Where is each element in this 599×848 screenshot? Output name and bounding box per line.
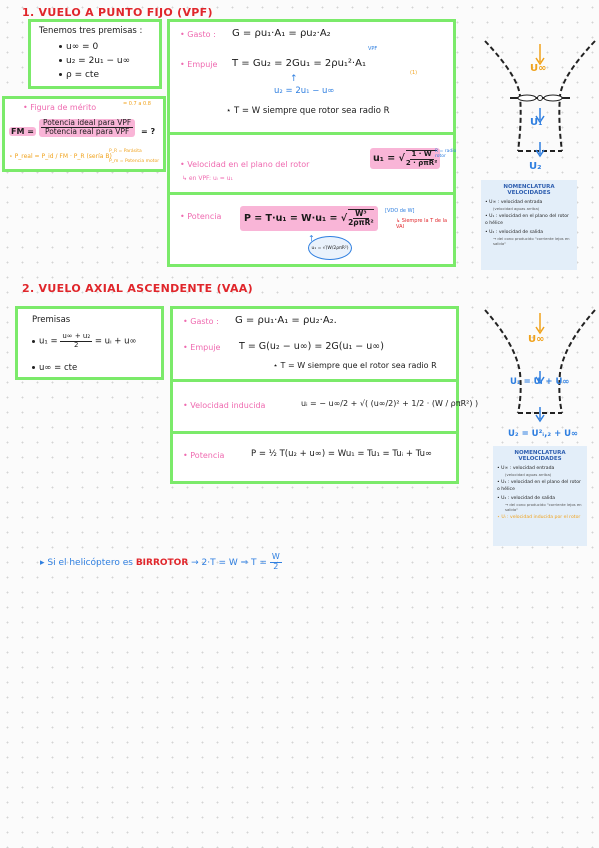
s2-funnel-mid-label: U₁ = Uᵢ + U∞ xyxy=(510,377,570,387)
s2-empuje-star: ⋆ T = W siempre que el rotor sea radio R xyxy=(273,361,437,370)
s1-nomen-row: • U₂ : velocidad de salida→ del cono pro… xyxy=(485,229,570,246)
footer-birrotor: ▸ Si el helicóptero es BIRROTOR → 2·T = … xyxy=(40,552,282,571)
s2-nomenclatura: NOMENCLATURA VELOCIDADES • U∞ : velocida… xyxy=(493,446,587,546)
s1-main-box: • Gasto : G = ρu₁·A₁ = ρu₂·A₂ • Empuje T… xyxy=(167,19,456,267)
s1-divider-2 xyxy=(170,192,453,195)
s1-gasto-eq: G = ρu₁·A₁ = ρu₂·A₂ xyxy=(232,28,331,39)
s1-nomen-title: NOMENCLATURA VELOCIDADES xyxy=(503,184,555,196)
s1-potencia-bubble: u₁ = √(W/2ρπR²) xyxy=(308,236,352,260)
s1-empuje-label: • Empuje xyxy=(180,60,218,69)
s2-gasto-eq: G = ρu₁·A₁ = ρu₂·A₂. xyxy=(235,315,337,326)
s1-premisa-2: u₂ = 2u₁ − u∞ xyxy=(59,56,130,66)
s1-gasto-label: • Gasto : xyxy=(180,30,216,39)
s1-nomen-row: • U₁ : velocidad en el plano del rotor o… xyxy=(485,214,569,226)
s1-empuje-sub: u₂ = 2u₁ − u∞ xyxy=(274,86,335,96)
s2-potencia-eq: P = ½ T(u₂ + u∞) = Wu₁ = Tu₁ = Tuᵢ + Tu∞ xyxy=(251,449,433,459)
s2-nomen-row: • U₂ : velocidad de salida→ del cono pro… xyxy=(497,495,582,512)
s2-nomen-row: ⋆ Uᵢ : velocidad inducida por el rotor xyxy=(497,515,581,521)
s2-inducida-label: • Velocidad inducida xyxy=(183,401,266,410)
s1-potencia-note1: [VDO de W] xyxy=(385,208,415,214)
s1-velocidad-sub: ↳ en VPF: uᵢ = u₁ xyxy=(182,175,233,182)
s2-nomen-row: • U₁ : velocidad en el plano del rotor o… xyxy=(497,480,581,492)
s2-funnel-top-label: U∞ xyxy=(528,334,545,345)
s1-nomen-row: • U∞ : velocidad entrada(velocidad aguas… xyxy=(485,200,543,212)
s2-funnel-bottom-label: U₂ = U²ᵢ,₂ + U∞ xyxy=(508,429,579,439)
s1-premisas-box: Tenemos tres premisas : u∞ = 0 u₂ = 2u₁ … xyxy=(28,19,162,89)
s1-empuje-star: ⋆ T = W siempre que rotor sea radio R xyxy=(226,106,390,116)
s2-divider-1 xyxy=(173,379,456,382)
s1-funnel-bottom-label: U₂ xyxy=(529,161,542,172)
section-1-title: 1. VUELO A PUNTO FIJO (VPF) xyxy=(22,6,213,19)
s1-merito-note: = 0.7 a 0.8 xyxy=(123,101,151,107)
s2-funnel-diagram xyxy=(484,309,596,423)
s1-potencia-arrow: ↑ xyxy=(308,234,315,243)
s2-inducida-eq: uᵢ = − u∞/2 + √( (u∞/2)² + 1/2 · (W / ρπ… xyxy=(301,399,479,408)
s1-premisa-3: ρ = cte xyxy=(59,70,99,80)
s1-potencia-label: • Potencia xyxy=(180,212,222,221)
s2-empuje-eq: T = G(u₂ − u∞) = 2G(u₁ − u∞) xyxy=(239,341,384,352)
s1-divider-1 xyxy=(170,132,453,135)
s2-nomen-title: NOMENCLATURA VELOCIDADES xyxy=(514,450,566,462)
s2-premisas-title: Premisas xyxy=(32,315,71,325)
s1-funnel-diagram xyxy=(484,40,596,158)
s1-velocidad-label: • Velocidad en el plano del rotor xyxy=(180,160,310,169)
s1-premisas-title: Tenemos tres premisas : xyxy=(39,26,143,36)
section-2-title: 2. VUELO AXIAL ASCENDENTE (VAA) xyxy=(22,282,253,295)
s1-funnel-top-label: U∞ xyxy=(530,63,547,74)
s1-empuje-arrow: ↑ xyxy=(290,74,298,84)
s2-gasto-label: • Gasto : xyxy=(183,317,219,326)
s2-nomen-row: • U∞ : velocidad entrada(velocidad aguas… xyxy=(497,466,555,478)
s1-empuje-note1: VPF xyxy=(368,46,378,52)
s2-divider-2 xyxy=(173,431,456,434)
s1-empuje-note2: (1) xyxy=(410,70,418,76)
s1-funnel-mid-label: U₁ xyxy=(530,117,543,128)
s1-merito-box: • Figura de mérito = 0.7 a 0.8 FM = Pote… xyxy=(2,96,166,172)
s1-potencia-note2: ↳ Siempre la T de la VAI xyxy=(396,218,448,230)
s1-velocidad-note: R = radio rotor xyxy=(435,149,457,159)
s2-main-box: • Gasto : G = ρu₁·A₁ = ρu₂·A₂. • Empuje … xyxy=(170,306,478,484)
s1-empuje-eq: T = Gu₂ = 2Gu₁ = 2ρu₁²·A₁ xyxy=(232,58,366,69)
s1-preal-line: ⋆ P_real = P_id / FM · P_R (sería B) xyxy=(9,153,112,160)
s2-potencia-label: • Potencia xyxy=(183,451,225,460)
s1-fm-lhs: FM = xyxy=(9,127,36,136)
s1-nomenclatura: NOMENCLATURA VELOCIDADES • U∞ : velocida… xyxy=(481,180,577,270)
s2-premisa-2: u∞ = cte xyxy=(32,363,77,373)
s1-premisa-1: u∞ = 0 xyxy=(59,42,98,52)
s1-preal-note1: P_R = Parásita xyxy=(109,149,142,154)
s1-preal-note2: P_m = Potencia motor xyxy=(109,159,160,164)
s2-empuje-label: • Empuje xyxy=(183,343,221,352)
s1-merito-label: • Figura de mérito xyxy=(23,103,97,112)
s1-fm-rhs: = ? xyxy=(141,127,156,136)
